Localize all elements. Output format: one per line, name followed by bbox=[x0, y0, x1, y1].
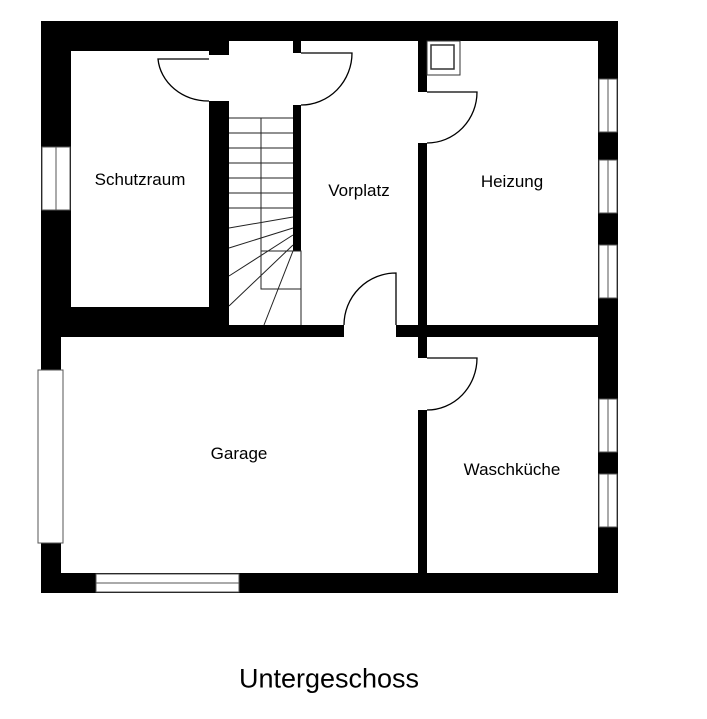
doors bbox=[157, 52, 478, 411]
floor-title: Untergeschoss bbox=[238, 663, 420, 694]
windows bbox=[37, 78, 618, 593]
room-label-heizung: Heizung bbox=[480, 172, 544, 191]
room-label-waschkueche: Waschküche bbox=[463, 460, 561, 479]
window-garage-left bbox=[37, 369, 64, 544]
door-garage bbox=[343, 272, 397, 326]
door-vorplatz-top bbox=[300, 52, 353, 106]
room-label-schutzraum: Schutzraum bbox=[94, 170, 186, 189]
room-label-garage: Garage bbox=[210, 444, 268, 463]
staircase bbox=[228, 117, 302, 326]
chimney bbox=[426, 40, 461, 76]
door-waschkueche bbox=[426, 357, 478, 411]
walls bbox=[41, 21, 618, 593]
room-label-vorplatz: Vorplatz bbox=[328, 181, 390, 200]
door-schutzraum bbox=[157, 58, 210, 102]
door-heizung bbox=[426, 91, 478, 144]
